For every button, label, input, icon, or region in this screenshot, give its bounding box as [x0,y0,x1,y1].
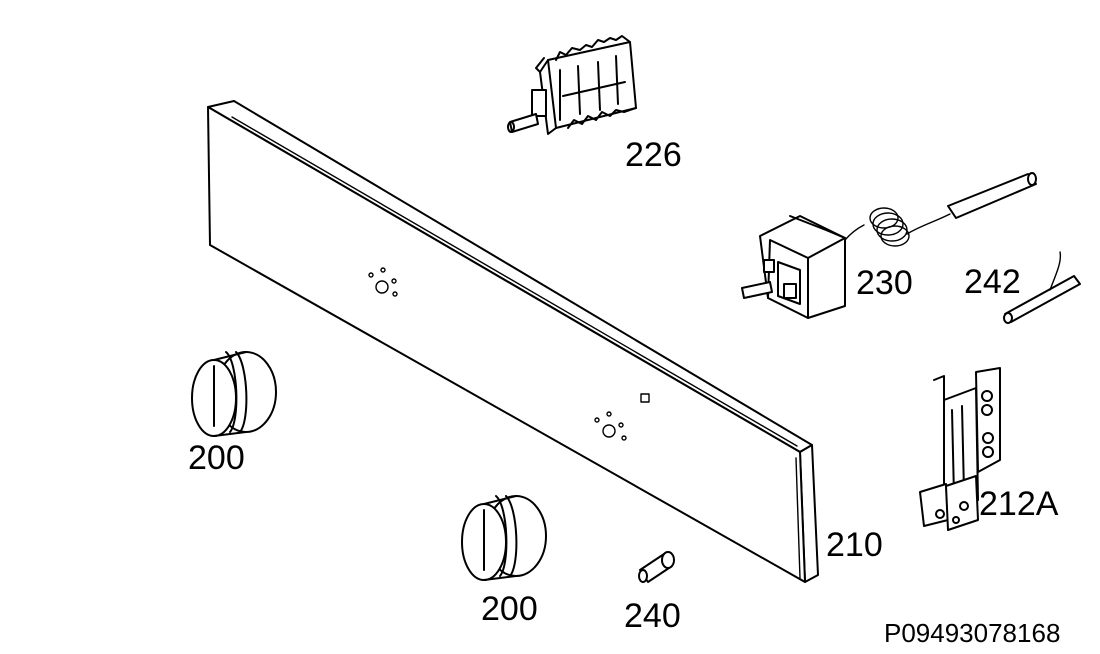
reference-code: P09493078168 [884,618,1061,648]
label-200-bottom: 200 [481,590,538,628]
sensor-242 [1003,251,1081,324]
indicator-light-240 [638,551,675,583]
indicator-window [640,393,650,403]
thermostat-230 [741,172,1037,319]
selector-switch-226 [507,35,637,135]
knob-hole-right [594,411,627,441]
knob-200-left [191,351,277,437]
label-242: 242 [964,263,1021,301]
knob-200-bottom [461,495,547,581]
control-panel-210 [207,100,819,583]
knob-hole-left [368,267,398,297]
label-240: 240 [624,597,681,635]
label-210: 210 [826,526,883,564]
label-200-left: 200 [188,439,245,477]
label-212A: 212A [979,485,1059,523]
label-230: 230 [856,264,913,302]
label-226: 226 [625,136,682,174]
bracket-212A [919,367,1001,531]
